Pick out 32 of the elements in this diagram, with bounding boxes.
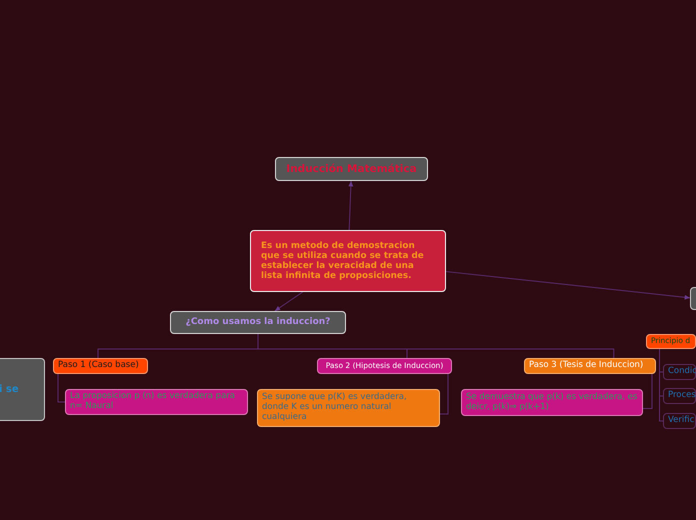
node-text: ¿Como usamos la induccion? — [186, 317, 330, 328]
step-box — [524, 358, 656, 374]
node-text: Se supone que p(K) es verdadera, donde K es un numero natural cualquiera — [262, 393, 408, 423]
subtopic-box — [663, 413, 696, 429]
node-text: Es un metodo de demostracion que se utiliza cuando se trata de establecer la veracidad de una lista infinita de proposiciones. — [261, 240, 425, 282]
node-text: Proces — [668, 391, 696, 401]
content-box — [65, 389, 248, 415]
content-box — [257, 389, 440, 427]
arrow — [446, 271, 690, 300]
node-text: Paso 1 (Caso base) — [58, 361, 139, 371]
step-box — [646, 334, 696, 349]
connector-line — [659, 348, 664, 422]
title-box — [275, 157, 428, 181]
node-text: i se — [0, 384, 19, 396]
subtopic-box — [663, 364, 696, 380]
subtopic-box — [663, 388, 696, 404]
step-box — [53, 358, 148, 374]
connector-line — [440, 374, 448, 414]
node-text: La proposicion p (n) es verdadera para n= Naural — [70, 392, 236, 412]
question-box — [170, 311, 346, 334]
node-text: Se demuestra que p(k) es verdadera, es deicr, p(k)⇒ p(k+1) — [466, 392, 638, 412]
step-box — [317, 358, 452, 374]
node-text: Paso 3 (Tesis de Induccion) — [529, 361, 644, 371]
definition-box — [250, 230, 446, 292]
content-box — [461, 389, 643, 416]
connector-line — [58, 374, 66, 402]
arrow — [274, 292, 304, 312]
topic-box — [0, 358, 45, 421]
node-text: Verific — [668, 416, 694, 426]
arrow — [348, 180, 354, 230]
connector-line — [642, 374, 652, 409]
node-text: Inducción Matemática — [286, 162, 417, 176]
